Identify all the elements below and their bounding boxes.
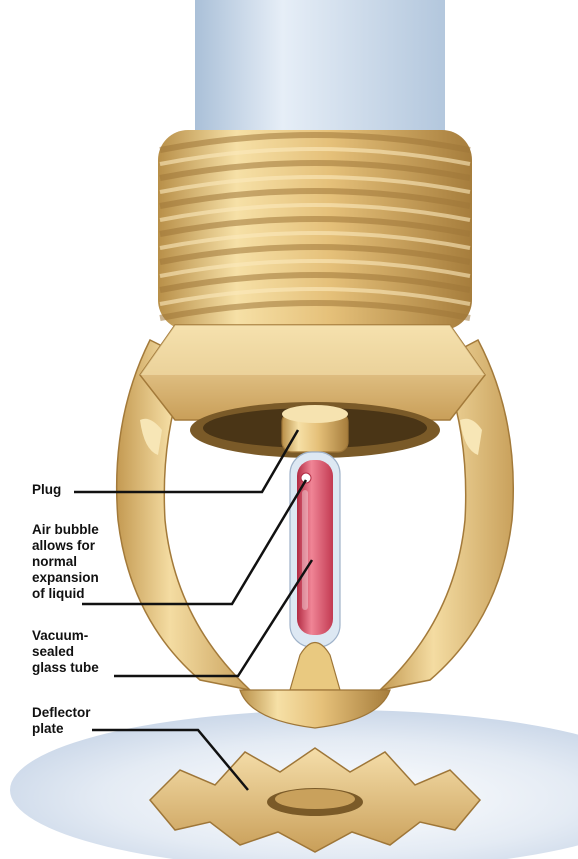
plug [282,405,348,452]
glass-bulb [290,452,340,647]
leader-air-bubble [82,480,306,604]
air-bubble-label: Air bubble allows for normal expansion o… [32,522,99,602]
threaded-connector [158,130,472,330]
plug-label: Plug [32,482,61,498]
deflector-plate-label: Deflector plate [32,705,91,737]
vacuum-tube-label: Vacuum- sealed glass tube [32,628,99,676]
